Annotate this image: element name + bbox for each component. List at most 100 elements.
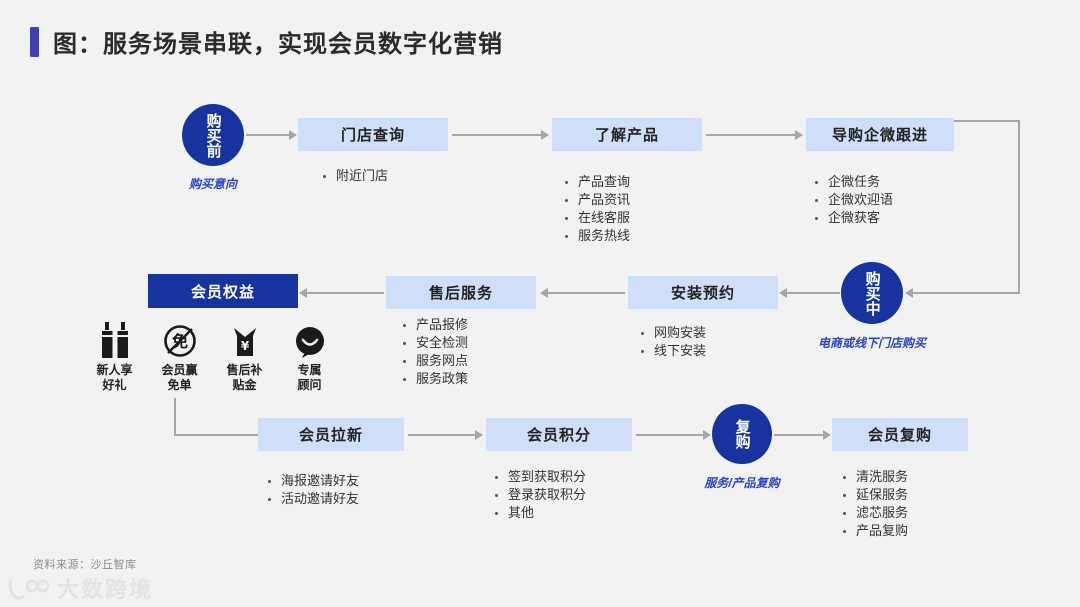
watermark-text: 大数跨境 xyxy=(57,577,154,602)
page-title-text: 图：服务场景串联，实现会员数字化营销 xyxy=(53,31,503,58)
watermark: 大数跨境 xyxy=(5,572,153,604)
arrowhead-acquire-to-points xyxy=(475,430,483,440)
node-guide-wecom-label: 导购企微跟进 xyxy=(831,127,928,144)
list-item: 在线客服 xyxy=(562,209,630,227)
list-item: 产品报修 xyxy=(400,316,468,334)
node-learn-product-label: 了解产品 xyxy=(594,127,659,144)
arrowhead-product-to-guide xyxy=(795,130,803,140)
node-member-repurchase[interactable]: 会员复购 xyxy=(832,418,968,451)
connector-aftersales-to-benefits xyxy=(306,292,384,294)
list-item: 签到获取积分 xyxy=(492,468,586,486)
arrowhead-aftersales-to-benefits xyxy=(299,288,307,298)
bullets-after-sales: 产品报修 安全检测 服务网点 服务政策 xyxy=(400,316,468,388)
free-order-icon: 免 xyxy=(147,318,212,358)
node-member-benefits[interactable]: 会员权益 xyxy=(148,274,298,308)
caption-pre-purchase: 购买意向 xyxy=(188,177,237,191)
money-bag-icon: ¥ xyxy=(212,318,277,358)
arrowhead-points-to-repurchase xyxy=(703,430,711,440)
benefit-label-free-order: 会员赢免单 xyxy=(161,363,198,392)
connector-inpurchase-to-install xyxy=(786,292,840,294)
arrowhead-store-to-product xyxy=(541,130,549,140)
arrowhead-install-to-aftersales xyxy=(540,288,548,298)
node-member-points[interactable]: 会员积分 xyxy=(486,418,632,451)
list-item: 附近门店 xyxy=(320,167,388,185)
bullets-guide-wecom: 企微任务 企微欢迎语 企微获客 xyxy=(812,173,893,227)
list-item: 产品复购 xyxy=(840,522,908,540)
stage-circle-in-purchase-label: 购买中 xyxy=(863,270,881,316)
bullets-install-booking: 网购安装 线下安装 xyxy=(638,324,706,360)
connector-pre-to-store xyxy=(246,134,290,136)
arrowhead-inpurchase-to-install xyxy=(779,288,787,298)
speech-bubble-icon xyxy=(277,318,342,358)
stage-circle-in-purchase[interactable]: 购买中 xyxy=(841,262,903,324)
source-note: 资料来源：沙丘智库 xyxy=(33,559,137,571)
stage-circle-pre-purchase-label: 购买前 xyxy=(204,112,222,158)
list-item: 活动邀请好友 xyxy=(265,490,359,508)
benefit-item-subsidy[interactable]: ¥ 售后补贴金 xyxy=(212,318,277,393)
caption-in-purchase: 电商或线下门店购买 xyxy=(817,336,926,350)
stage-circle-pre-purchase[interactable]: 购买前 xyxy=(182,104,244,166)
node-guide-wecom[interactable]: 导购企微跟进 xyxy=(806,118,954,151)
title-accent-bar xyxy=(30,26,39,57)
benefit-item-advisor[interactable]: 专属顾问 xyxy=(277,318,342,393)
list-item: 其他 xyxy=(492,504,586,522)
svg-text:¥: ¥ xyxy=(240,339,249,353)
connector-product-to-guide xyxy=(706,134,796,136)
bullets-member-acquisition: 海报邀请好友 活动邀请好友 xyxy=(265,472,359,508)
node-member-repurchase-label: 会员复购 xyxy=(867,427,932,444)
connector-benefits-down xyxy=(174,398,176,436)
connector-store-to-product xyxy=(452,134,542,136)
node-store-query-label: 门店查询 xyxy=(340,127,405,144)
connector-install-to-aftersales xyxy=(547,292,625,294)
arrowhead-repurchase-to-member-repurchase xyxy=(823,430,831,440)
caption-repurchase: 服务/产品复购 xyxy=(704,476,780,490)
benefit-item-gift[interactable]: 新人享好礼 xyxy=(82,318,147,393)
bullets-member-repurchase: 清洗服务 延保服务 滤芯服务 产品复购 xyxy=(840,468,908,540)
list-item: 清洗服务 xyxy=(840,468,908,486)
page-title: 图：服务场景串联，实现会员数字化营销 xyxy=(30,24,503,59)
list-item: 安全检测 xyxy=(400,334,468,352)
connector-acquire-to-points xyxy=(408,434,476,436)
node-after-sales[interactable]: 售后服务 xyxy=(386,276,536,309)
stage-circle-repurchase-label: 复购 xyxy=(733,419,751,449)
connector-guide-down xyxy=(1018,120,1020,294)
list-item: 登录获取积分 xyxy=(492,486,586,504)
list-item: 企微任务 xyxy=(812,173,893,191)
list-item: 线下安装 xyxy=(638,342,706,360)
gift-icon xyxy=(82,318,147,358)
list-item: 产品查询 xyxy=(562,173,630,191)
benefit-label-advisor: 专属顾问 xyxy=(297,363,322,392)
node-install-booking[interactable]: 安装预约 xyxy=(628,276,778,309)
connector-benefits-to-acquire xyxy=(174,434,262,436)
list-item: 网购安装 xyxy=(638,324,706,342)
bullets-store-query: 附近门店 xyxy=(320,167,388,185)
benefit-label-subsidy: 售后补贴金 xyxy=(226,363,263,392)
list-item: 滤芯服务 xyxy=(840,504,908,522)
arrowhead-guide-to-inpurchase xyxy=(905,288,913,298)
node-learn-product[interactable]: 了解产品 xyxy=(552,118,702,151)
stage-circle-repurchase[interactable]: 复购 xyxy=(712,404,772,464)
list-item: 服务热线 xyxy=(562,227,630,245)
bullets-learn-product: 产品查询 产品资讯 在线客服 服务热线 xyxy=(562,173,630,245)
node-after-sales-label: 售后服务 xyxy=(428,285,493,302)
benefit-label-gift: 新人享好礼 xyxy=(96,363,133,392)
list-item: 延保服务 xyxy=(840,486,908,504)
connector-guide-right xyxy=(954,120,1020,122)
list-item: 企微欢迎语 xyxy=(812,191,893,209)
node-member-acquisition-label: 会员拉新 xyxy=(298,427,363,444)
node-store-query[interactable]: 门店查询 xyxy=(298,118,448,151)
list-item: 服务网点 xyxy=(400,352,468,370)
connector-points-to-repurchase xyxy=(636,434,704,436)
bullets-member-points: 签到获取积分 登录获取积分 其他 xyxy=(492,468,586,522)
node-member-points-label: 会员积分 xyxy=(526,427,591,444)
node-member-acquisition[interactable]: 会员拉新 xyxy=(258,418,404,451)
list-item: 企微获客 xyxy=(812,209,893,227)
connector-repurchase-to-member-repurchase xyxy=(774,434,824,436)
node-member-benefits-label: 会员权益 xyxy=(190,283,255,301)
list-item: 海报邀请好友 xyxy=(265,472,359,490)
node-install-booking-label: 安装预约 xyxy=(670,285,735,302)
arrowhead-pre-to-store xyxy=(289,130,297,140)
